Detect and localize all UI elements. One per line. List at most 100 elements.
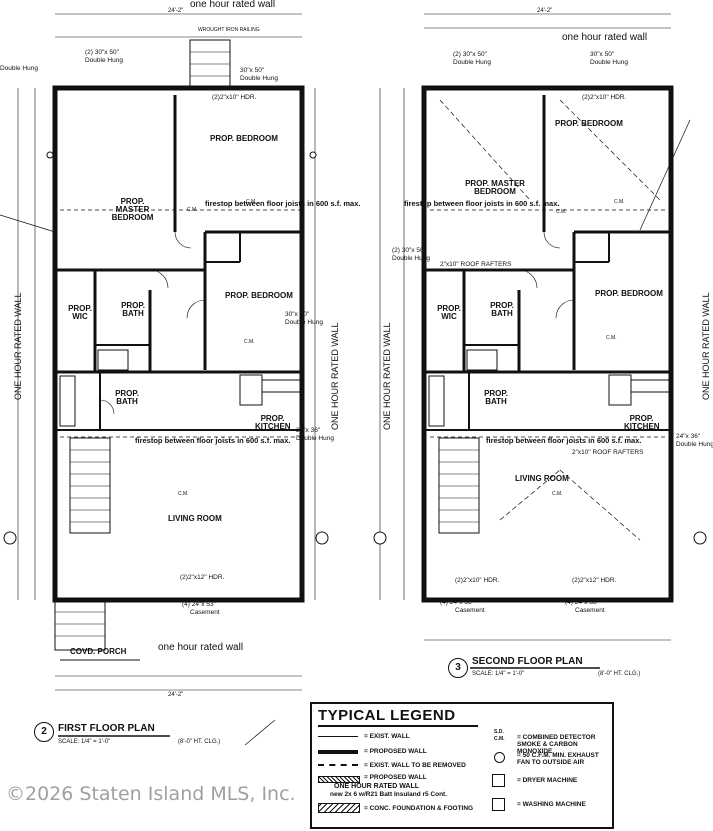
sf-plan-title: SECOND FLOOR PLAN bbox=[472, 656, 583, 667]
window-type-5: Double Hung bbox=[590, 59, 628, 66]
leader-lines bbox=[0, 119, 691, 746]
ff-cm-2: C.M. bbox=[187, 207, 198, 213]
casement-callout-3: (4) 24"x 53" bbox=[565, 599, 599, 606]
sf-firestop-2: firestop between floor joists in 600 s.f… bbox=[486, 436, 642, 445]
casement-type-1: Casement bbox=[190, 609, 220, 616]
window-type-6: Double Hung bbox=[392, 255, 430, 262]
legend-cm-symbol: C.M. bbox=[494, 736, 505, 742]
sf-room-living: LIVING ROOM bbox=[515, 474, 569, 483]
side-wall-label-1: ONE HOUR RATED WALL bbox=[13, 292, 23, 400]
sf-rafters-1: 2"x10" ROOF RAFTERS bbox=[440, 261, 512, 268]
typical-legend: TYPICAL LEGEND = EXIST. WALL = PROPOSED … bbox=[310, 702, 614, 829]
legend-detector: = COMBINED DETECTOR SMOKE & CARBON MONOX… bbox=[517, 734, 596, 755]
dim-top-left: 24'-2" bbox=[168, 8, 184, 14]
header-callout-1: (2)2"x12" HDR. bbox=[180, 574, 225, 581]
side-wall-label-2: ONE HOUR RATED WALL bbox=[330, 322, 340, 430]
watermark: ©2026 Staten Island MLS, Inc. bbox=[6, 783, 296, 805]
legend-exhaust-fan: = 50 C.F.M. MIN. EXHAUST FAN TO OUTSIDE … bbox=[517, 752, 599, 766]
window-type-4: Double Hung bbox=[453, 59, 491, 66]
side-wall-label-3: ONE HOUR RATED WALL bbox=[382, 322, 392, 430]
legend-rated-wall: ONE HOUR RATED WALL bbox=[334, 783, 420, 790]
header-callout-5: (2)2"x10" HDR. bbox=[582, 94, 627, 101]
casement-type-3: Casement bbox=[575, 607, 605, 614]
sf-room-wic: PROP. WIC bbox=[437, 304, 461, 321]
header-callout-4: (2)2"x10" HDR. bbox=[212, 94, 257, 101]
window-type-8: Double Hung bbox=[296, 435, 334, 442]
window-callout-5: 30"x 50" bbox=[590, 51, 615, 58]
legend-washer: = WASHING MACHINE bbox=[517, 801, 586, 808]
ff-cm-3: C.M. bbox=[244, 339, 255, 345]
sf-plan-scale: SCALE: 1/4" = 1'-0" bbox=[472, 671, 525, 677]
sf-room-bath-1: PROP. BATH bbox=[490, 301, 514, 318]
ff-room-bath-1: PROP. BATH bbox=[121, 301, 145, 318]
ff-room-porch: COVD. PORCH bbox=[70, 647, 127, 656]
washer-icon bbox=[492, 798, 505, 811]
sf-room-kitchen: PROP. KITCHEN bbox=[624, 414, 660, 431]
header-callout-2: (2)2"x10" HDR. bbox=[455, 577, 500, 584]
ff-firestop-2: firestop between floor joists in 600 s.f… bbox=[135, 436, 291, 445]
legend-swatch-proposed-wall bbox=[318, 750, 358, 754]
window-callout-6: (2) 30"x 50" bbox=[392, 247, 426, 254]
ff-plan-scale: SCALE: 1/4" = 1'-0" bbox=[58, 739, 111, 745]
ff-plan-ceiling: (8'-0" HT. CLG.) bbox=[178, 739, 221, 745]
legend-swatch-removed-wall bbox=[318, 764, 358, 766]
ff-room-master: PROP. MASTER BEDROOM bbox=[111, 197, 154, 222]
top-wall-note-right: one hour rated wall bbox=[562, 32, 648, 43]
ff-cm-4: C.M. bbox=[178, 491, 189, 497]
sf-cm-4: C.M. bbox=[552, 491, 563, 497]
legend-insulation: new 2x 6 w/R21 Batt Insuland r5 Cont. bbox=[330, 791, 448, 798]
window-type-3: Double Hung bbox=[0, 65, 38, 72]
section-markers bbox=[3, 151, 707, 545]
legend-swatch-foundation bbox=[318, 803, 360, 813]
sf-plan-ceiling: (8'-0" HT. CLG.) bbox=[598, 671, 641, 677]
window-callout-1: (2) 30"x 50" bbox=[85, 49, 119, 56]
ff-room-living: LIVING ROOM bbox=[168, 514, 222, 523]
window-callout-2: 30"x 50" bbox=[240, 67, 265, 74]
ff-room-wic: PROP. WIC bbox=[68, 304, 92, 321]
window-type-2: Double Hung bbox=[240, 75, 278, 82]
sf-room-master: PROP. MASTER BEDROOM bbox=[465, 179, 525, 196]
sf-firestop-1: firestop between floor joists in 600 s.f… bbox=[404, 199, 560, 208]
first-floor-walls bbox=[52, 39, 305, 661]
sf-cm-2: C.M. bbox=[556, 209, 567, 215]
top-wall-note-left: one hour rated wall bbox=[190, 0, 276, 10]
ff-firestop-1: firestop between floor joists in 600 s.f… bbox=[205, 199, 361, 208]
first-floor-dimensions bbox=[17, 13, 316, 691]
fan-icon bbox=[494, 752, 505, 763]
casement-callout-2: (4) 24"x 53" bbox=[440, 599, 474, 606]
window-callout-9: 24"x 36" bbox=[676, 433, 701, 440]
casement-callout-1: (4) 24"x 53" bbox=[182, 601, 216, 608]
window-callout-4: (2) 30"x 50" bbox=[453, 51, 487, 58]
ff-room-bedroom-2: PROP. BEDROOM bbox=[225, 291, 293, 300]
window-type-7: Double Hung bbox=[285, 319, 323, 326]
dryer-icon bbox=[492, 774, 505, 787]
sf-room-bedroom-2: PROP. BEDROOM bbox=[595, 289, 663, 298]
bottom-wall-note-left: one hour rated wall bbox=[158, 642, 244, 653]
sf-room-bath-2: PROP. BATH bbox=[484, 389, 508, 406]
legend-swatch-exist-wall bbox=[318, 736, 358, 737]
legend-exist-wall: = EXIST. WALL bbox=[364, 733, 410, 740]
window-callout-7: 30"x 50" bbox=[285, 311, 310, 318]
sf-plan-number: 3 bbox=[448, 658, 468, 678]
sf-room-bedroom-1: PROP. BEDROOM bbox=[555, 119, 623, 128]
legend-title: TYPICAL LEGEND bbox=[318, 707, 456, 724]
legend-proposed-wall-2: = PROPOSED WALL bbox=[364, 774, 427, 781]
legend-proposed-wall: = PROPOSED WALL bbox=[364, 748, 427, 755]
ff-room-bath-2: PROP. BATH bbox=[115, 389, 139, 406]
header-callout-3: (2)2"x12" HDR. bbox=[572, 577, 617, 584]
sf-rafters-2: 2"x10" ROOF RAFTERS bbox=[572, 449, 644, 456]
casement-type-2: Casement bbox=[455, 607, 485, 614]
sf-cm-3: C.M. bbox=[606, 335, 617, 341]
ff-plan-number: 2 bbox=[34, 722, 54, 742]
ff-cm-1: C.M. bbox=[246, 199, 257, 205]
second-floor-dimensions bbox=[379, 13, 671, 641]
legend-sd-symbol: S.D. bbox=[494, 729, 504, 735]
dim-top-right: 24'-2" bbox=[537, 8, 553, 14]
ff-room-bedroom-1: PROP. BEDROOM bbox=[210, 134, 278, 143]
legend-dryer: = DRYER MACHINE bbox=[517, 777, 578, 784]
legend-removed-wall: = EXIST. WALL TO BE REMOVED bbox=[364, 762, 466, 769]
ff-plan-title: FIRST FLOOR PLAN bbox=[58, 723, 155, 734]
legend-title-underline bbox=[318, 725, 478, 727]
legend-foundation: = CONC. FOUNDATION & FOOTING bbox=[364, 805, 474, 812]
